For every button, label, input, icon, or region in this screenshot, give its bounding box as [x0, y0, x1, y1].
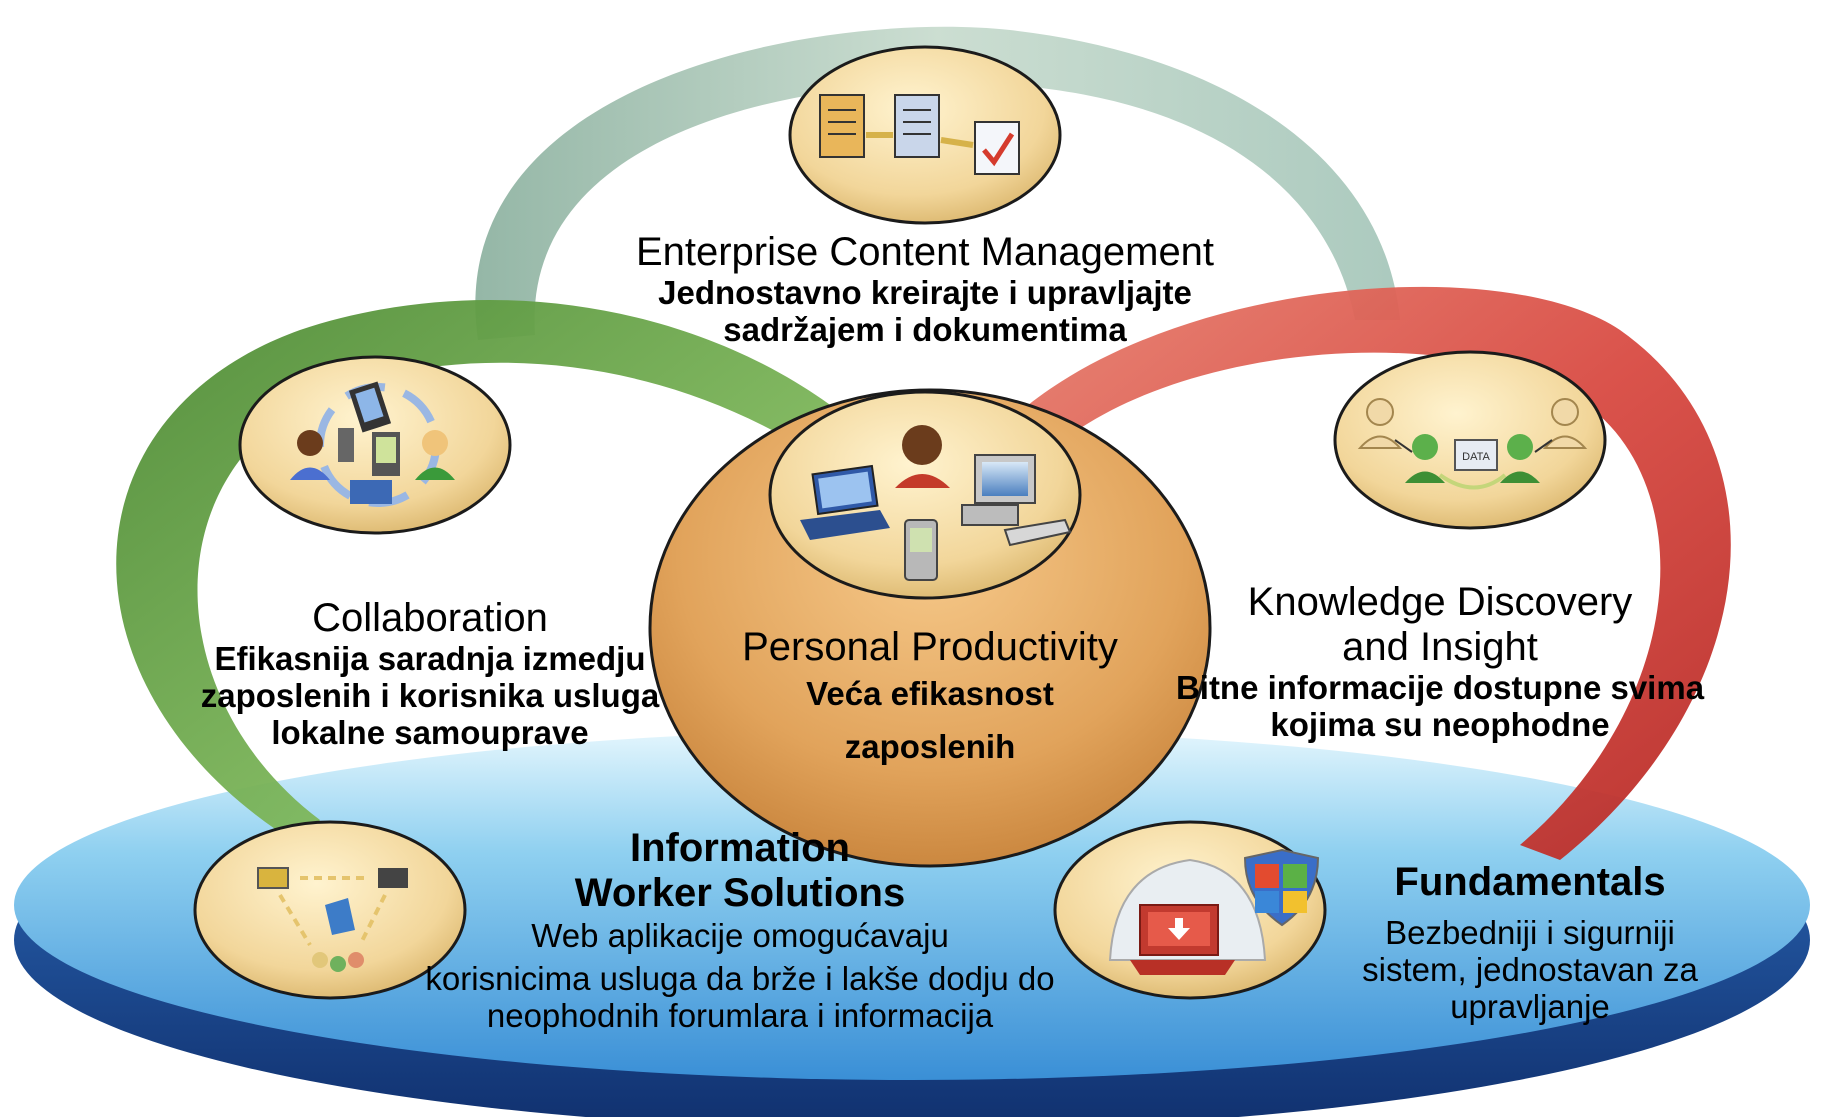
personal-subtitle-line2: zaposlenih — [844, 727, 1016, 765]
collaboration-devices-icon — [290, 381, 455, 507]
collaboration-subtitle-line2: zaposlenih i korisnika usluga — [200, 676, 660, 714]
collaboration-title: Collaboration — [312, 596, 548, 640]
fundamentals-desc-line2: sistem, jednostavan za — [1362, 950, 1698, 988]
iws-title-line1: Information — [630, 826, 850, 870]
ecm-subtitle-line2: sadržajem i dokumentima — [723, 310, 1127, 348]
knowledge-title-line2: and Insight — [1342, 624, 1538, 669]
user-devices-icon — [800, 425, 1072, 581]
collaboration-subtitle-line1: Efikasnija saradnja izmedju — [214, 639, 646, 677]
knowledge-title-line1: Knowledge Discovery — [1247, 580, 1633, 624]
personal-subtitle-line1: Veća efikasnost — [806, 674, 1054, 712]
collaboration-label: Collaboration Efikasnija saradnja izmedj… — [160, 596, 700, 752]
personal-title: Personal Productivity — [742, 625, 1118, 669]
iws-desc-line1: Web aplikacije omogućavaju — [531, 916, 949, 954]
ecm-subtitle-line1: Jednostavno kreirajte i upravljajte — [658, 273, 1192, 311]
knowledge-label: Knowledge Discovery and Insight Bitne in… — [1160, 580, 1720, 744]
data-sharing-icon: DATA — [1357, 398, 1588, 490]
personal-label: Personal Productivity Veća efikasnost za… — [690, 625, 1170, 766]
ecm-ring — [475, 26, 1400, 340]
ecm-label: Enterprise Content Management Jednostavn… — [590, 230, 1260, 349]
collaboration-subtitle-line3: lokalne samouprave — [271, 713, 589, 751]
svg-text:DATA: DATA — [1462, 451, 1490, 463]
iws-desc-line2: korisnicima usluga da brže i lakše dodju… — [425, 959, 1055, 997]
platform-disk — [14, 730, 1810, 1117]
ecm-title: Enterprise Content Management — [635, 230, 1215, 274]
fundamentals-label: Fundamentals Bezbedniji i sigurniji sist… — [1330, 860, 1730, 1026]
knowledge-subtitle-line1: Bitne informacije dostupne svima — [1175, 668, 1705, 706]
iws-title-line2: Worker Solutions — [574, 870, 906, 915]
iws-desc-line3: neophodnih forumlara i informacija — [486, 996, 994, 1034]
fundamentals-desc-line1: Bezbedniji i sigurniji — [1385, 913, 1675, 951]
knowledge-subtitle-line2: kojima su neophodne — [1270, 705, 1610, 743]
fundamentals-desc-line3: upravljanje — [1450, 987, 1610, 1025]
fundamentals-title: Fundamentals — [1394, 860, 1666, 904]
iws-label: Information Worker Solutions Web aplikac… — [420, 826, 1060, 1034]
security-shield-icon — [1108, 848, 1320, 975]
personal-badge — [768, 390, 1082, 600]
document-workflow-icon — [819, 94, 1020, 175]
workflow-network-icon — [257, 867, 408, 972]
